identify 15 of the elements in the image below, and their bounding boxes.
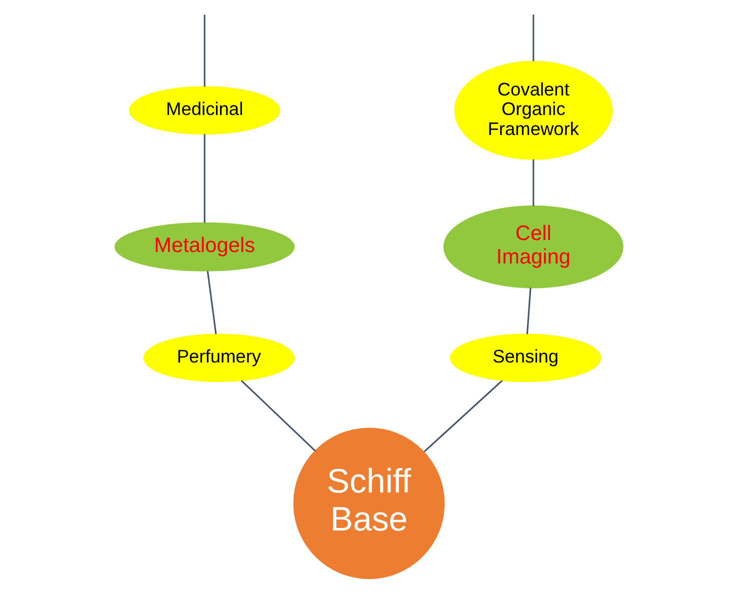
node-ellipse: Metalogels [114,222,295,272]
connector [424,380,503,452]
connector [204,14,206,87]
node-ellipse: Perfumery [143,334,295,382]
connector [204,134,206,223]
connector [526,288,532,334]
node-ellipse: Cell Imaging [443,205,624,288]
node-circle: Schiff Base [293,428,445,580]
connector [206,270,217,334]
connector [240,380,316,452]
node-ellipse: Sensing [450,334,602,382]
connector [532,14,534,62]
node-ellipse: Covalent Organic Framework [454,60,613,160]
connector [532,159,534,206]
node-ellipse: Medicinal [128,86,280,135]
